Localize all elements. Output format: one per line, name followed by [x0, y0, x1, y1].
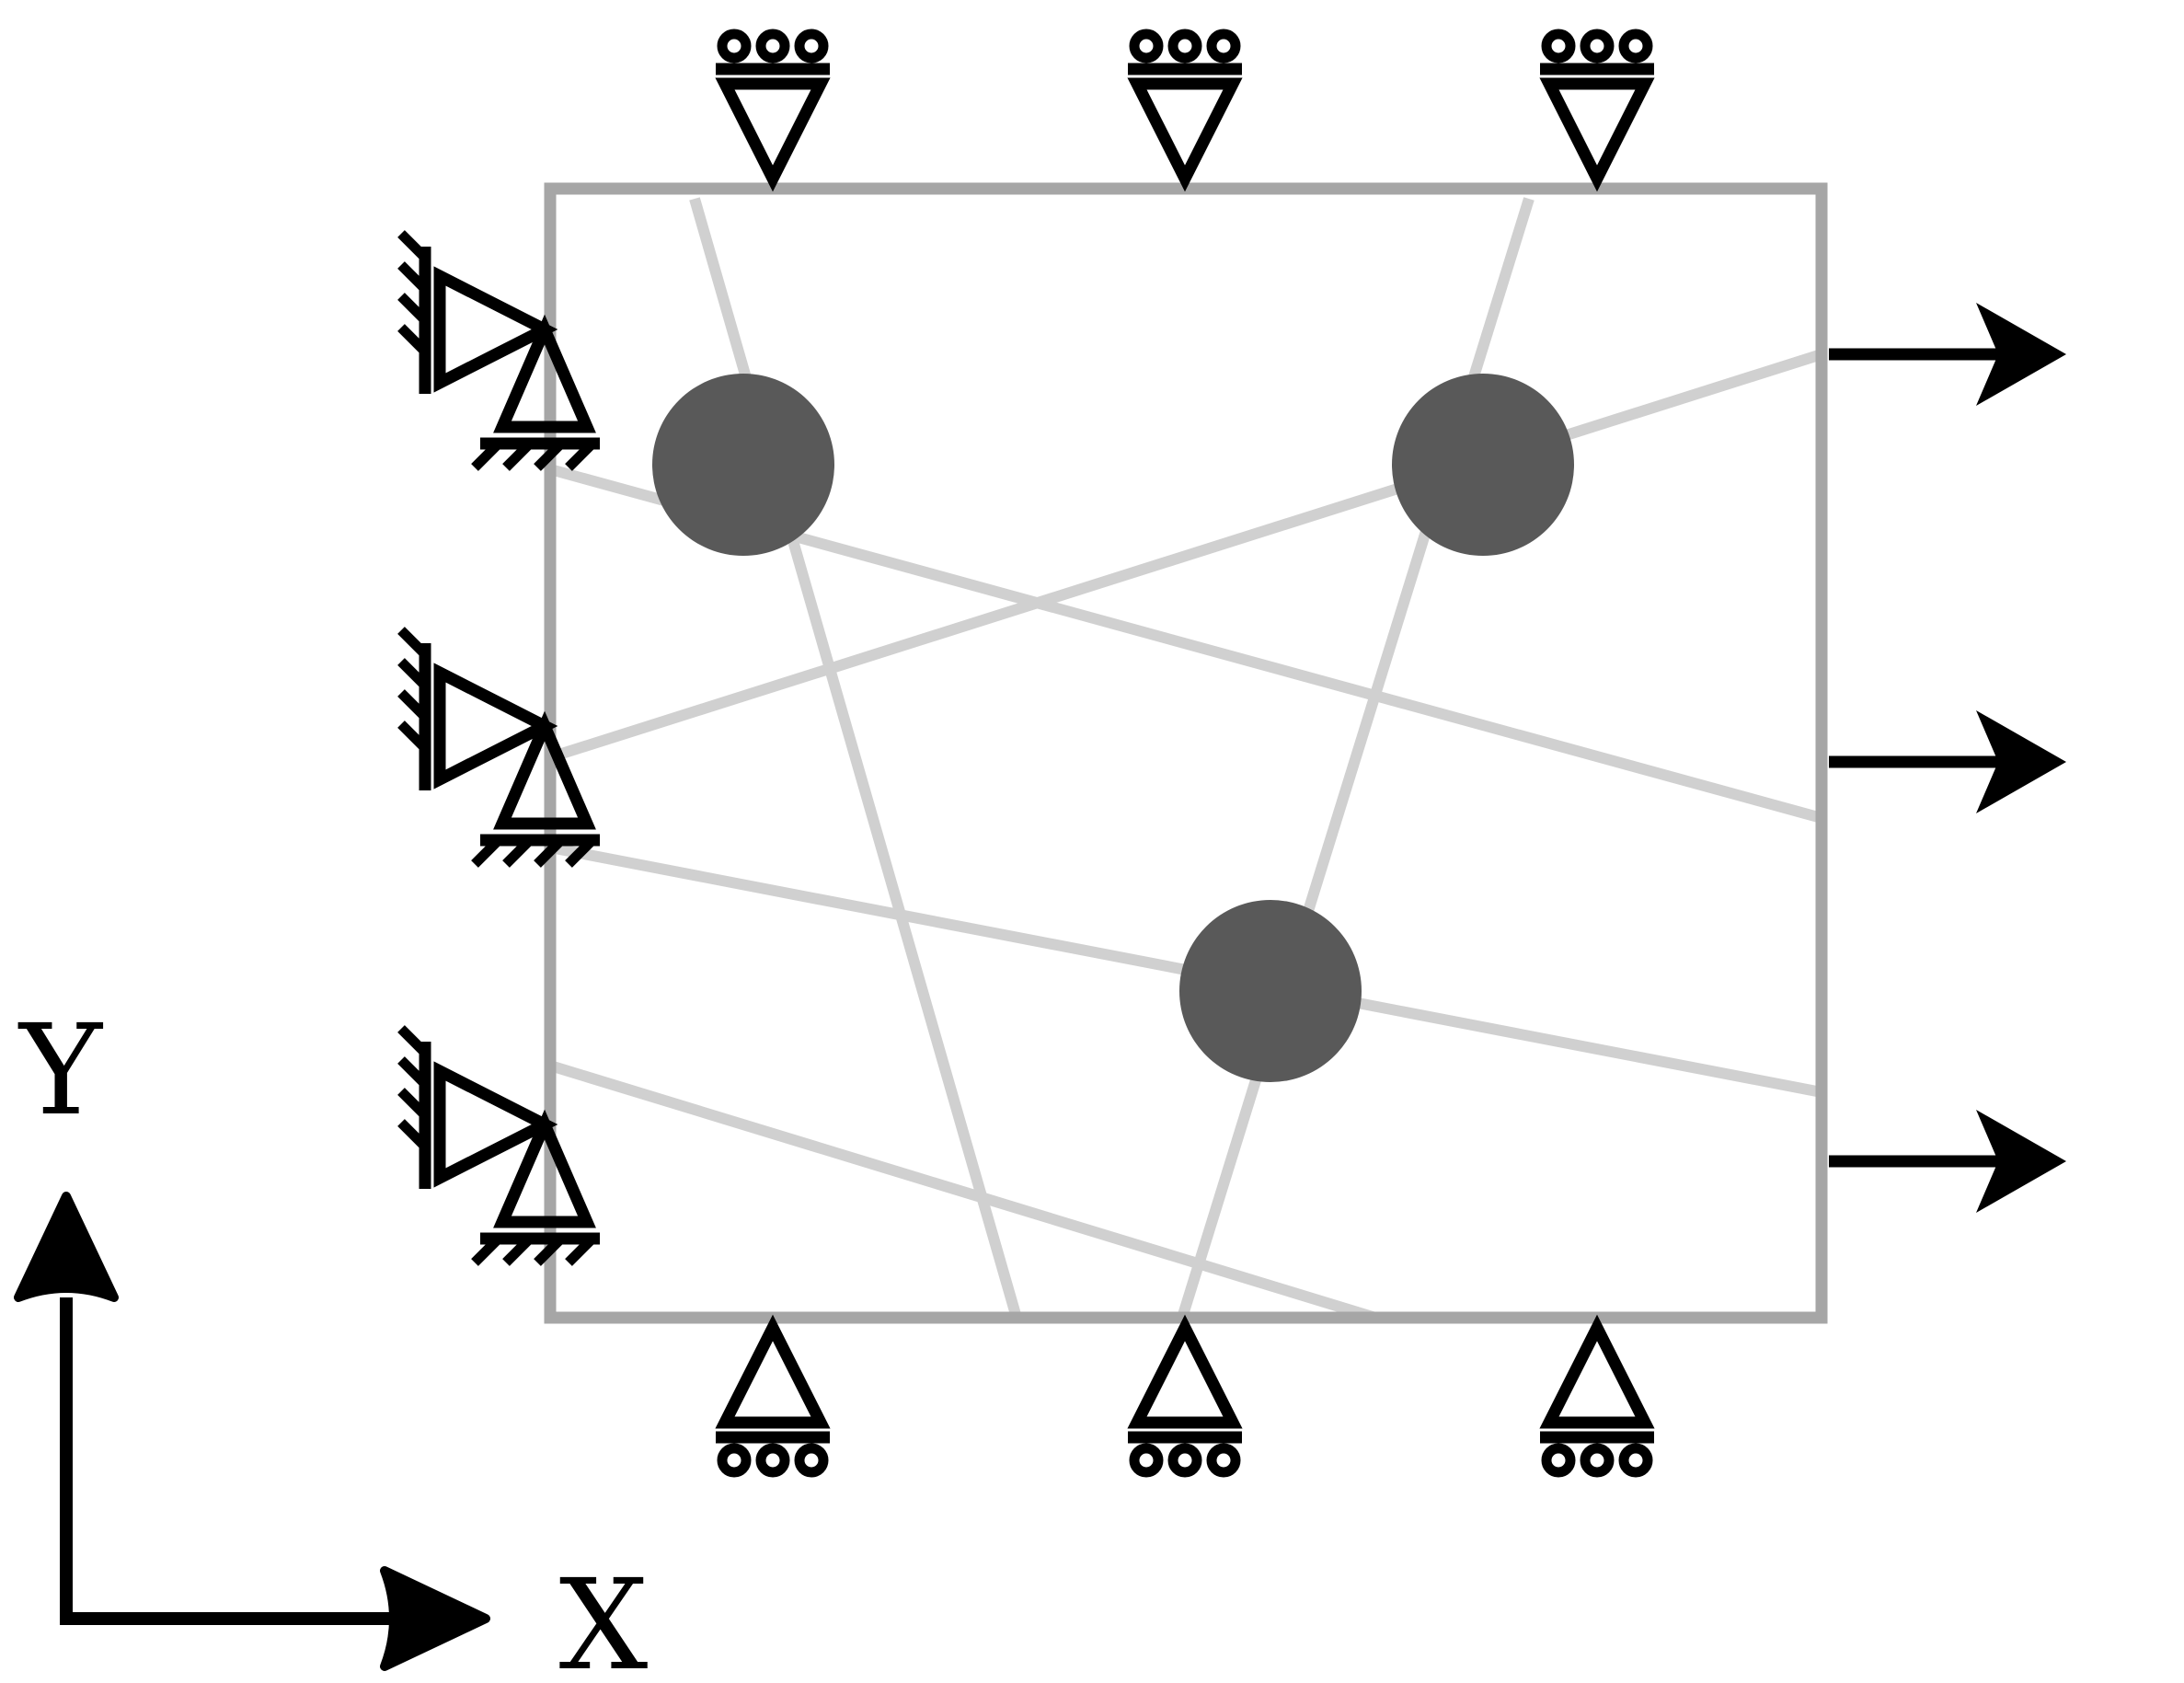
roller-support-icon [1128, 34, 1242, 179]
roller-support-icon [716, 1328, 830, 1472]
top-supports [716, 34, 1654, 179]
inclusion-1 [652, 374, 834, 556]
roller-support-icon [1540, 34, 1654, 179]
x-axis-arrow-icon [380, 1566, 490, 1671]
roller-support-icon [1540, 1328, 1654, 1472]
fiber-4 [548, 349, 1823, 763]
inclusions [652, 374, 1574, 1082]
fiber-1 [689, 197, 1022, 1320]
load-arrow-icon [1829, 710, 2066, 813]
y-axis-arrow-icon [14, 1192, 119, 1302]
bottom-supports [716, 1328, 1654, 1472]
load-arrow-icon [1829, 1110, 2066, 1213]
inclusion-2 [1392, 374, 1574, 556]
coordinate-axes: Y X [14, 998, 649, 1683]
roller-support-icon [716, 34, 830, 179]
roller-support-icon [1128, 1328, 1242, 1472]
fiber-6 [548, 1060, 1377, 1323]
pinned-support-icon [401, 1029, 600, 1262]
x-axis-label: X [559, 1553, 649, 1683]
load-arrow-icon [1829, 303, 2066, 406]
right-loads [1829, 303, 2066, 1213]
pinned-support-icon [401, 234, 600, 467]
fiber-2 [1177, 197, 1535, 1320]
fiber-network [548, 197, 1823, 1323]
y-axis-label: Y [17, 998, 103, 1144]
inclusion-3 [1179, 900, 1362, 1082]
